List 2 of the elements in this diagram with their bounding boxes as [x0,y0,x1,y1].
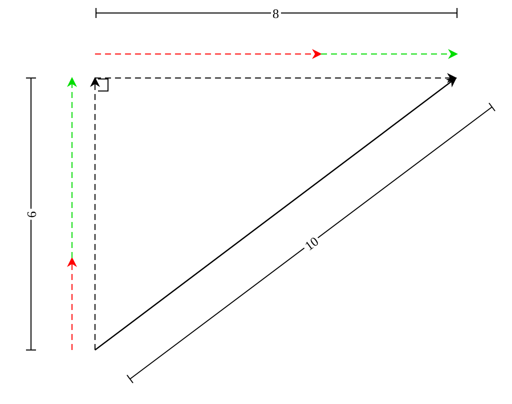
dimension-label: 8 [270,6,281,20]
dimension-label: 6 [24,208,38,220]
